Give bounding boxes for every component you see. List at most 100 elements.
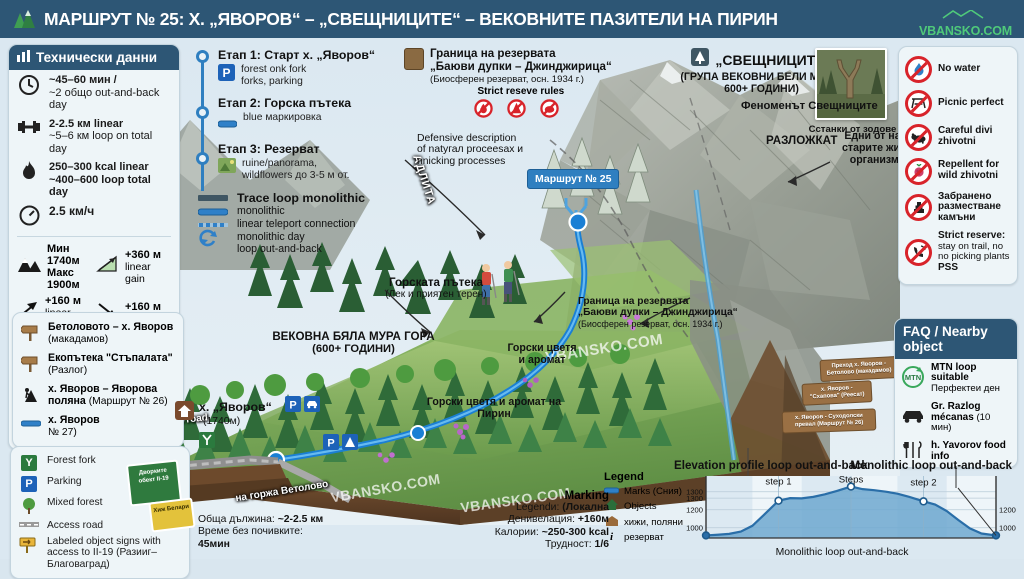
- marking-value-2: ~250-300 kcal: [541, 526, 609, 538]
- faq-1-rest: (10 мин): [931, 411, 991, 434]
- page-header: МАРШРУТ № 25: Х. „ЯВОРОВ“ – „СВЕЩНИЦИТЕ“…: [0, 0, 1024, 38]
- tech-dist-l2: ~5–6 км loop on total day: [49, 130, 153, 155]
- tech-cal-l2: ~400–600 loop total day: [49, 173, 151, 199]
- technical-data-header: Технически данни: [9, 45, 179, 70]
- rule-3-text: Repellent for wild zhivotni: [938, 159, 1000, 181]
- route-3-sub: № 27): [48, 426, 77, 438]
- svg-text:P: P: [222, 66, 230, 80]
- route-3-title: х. Яворов: [48, 414, 100, 426]
- parking-icon[interactable]: P: [323, 434, 339, 455]
- total-time-label: Време без почивките:: [198, 526, 303, 538]
- elevation-annotation: Steps: [839, 475, 864, 486]
- legend-label-4: Labeled object signs with access to II-1…: [47, 535, 161, 570]
- photo-caption: Сстанки от зодове: [808, 124, 897, 135]
- total-length-value: ~2-2.5 км: [277, 513, 324, 525]
- sveshnitsite-title: „СВЕЩНИЦИТЕ“: [715, 51, 832, 68]
- trail-map: VBANSKO.COM VBANSKO.COM VBANSKO.COM АДЛИ…: [130, 40, 900, 525]
- bear-icon: [905, 123, 932, 151]
- svg-text:P: P: [289, 400, 296, 412]
- svg-text:MTN: MTN: [905, 373, 921, 382]
- max-elev: Макс 1900м: [47, 266, 80, 291]
- parking-icon: P: [21, 475, 37, 492]
- route-item-3[interactable]: х. Яворов № 27): [13, 412, 183, 441]
- route-2-title: х. Яворов – Яворова поляна: [48, 383, 158, 407]
- reserve-mid-l2: „Баюви дупки – Джинджирица“: [578, 307, 738, 319]
- route-item-0[interactable]: Бетоловото – х. Яворов (макадамов): [13, 319, 183, 350]
- brand-logo: VBANSKO.COM: [919, 6, 1012, 38]
- lin-gain-l: linear gain: [125, 260, 151, 285]
- camping-icon[interactable]: [342, 434, 358, 455]
- flowers-callout-2: Горски цветя и аромат на Пирин: [426, 396, 562, 420]
- rule-2-text: Careful divi zhivotni: [938, 125, 993, 147]
- tech-cal-l1: 250–300 kcal linear: [49, 161, 149, 173]
- total-length-label: Обща дължина:: [198, 513, 275, 525]
- elevation-profile-chart: Elevation profile loop out-and-back Mono…: [668, 459, 1016, 558]
- bottom-legend-label-3: резерват: [624, 531, 664, 543]
- gain-triangle-icon: [96, 255, 120, 278]
- elevation-ytick: 1200: [686, 506, 703, 515]
- route-item-1[interactable]: Екопътека "Стъпалата" (Разлог): [13, 350, 183, 381]
- hut-icon: [175, 400, 194, 425]
- bottom-legend-label-2: хижи, поляни: [624, 517, 684, 528]
- rule-picnic: Picnic perfect: [899, 86, 1017, 120]
- tech-row-speed: 2.5 км/ч: [9, 201, 179, 232]
- stage-dot-3: [196, 152, 209, 165]
- stages-list: Етап 1: Старт х. „Яворов“ P forest onk f…: [196, 48, 401, 191]
- legend-label-1: Parking: [47, 475, 82, 487]
- poi-chips-top: P: [285, 396, 320, 417]
- trace-label-2: monolithic day: [237, 231, 305, 243]
- route-badge[interactable]: Маршрут № 25: [527, 169, 620, 189]
- stage-1-title: Етап 1: Старт х. „Яворов“: [218, 48, 376, 62]
- faq-header: FAQ / Nearby object: [895, 319, 1017, 359]
- sveshnitsite-sub1: (ГРУПА ВЕКОВНИ БЕЛИ МУРИ,: [680, 71, 843, 83]
- total-time-value: 45мин: [198, 538, 230, 550]
- wooden-sign-2: х. Яворов - Суходолски превал (Маршрут №…: [781, 408, 877, 434]
- route-item-2[interactable]: х. Яворов – Яворова поляна (Маршрут № 26…: [13, 381, 183, 412]
- elevation-ytick: 1300: [686, 494, 703, 503]
- reserve-line-3: (Биосферен резерват, осн. 1934 г.): [430, 73, 584, 85]
- trace-legend: Trace loop monolithic monolithic linear …: [198, 192, 398, 257]
- hut-name: х. „Яворов“: [199, 400, 272, 414]
- stage-3-title: Етап 3: Резерват: [218, 142, 320, 157]
- parking-icon[interactable]: P: [285, 396, 301, 417]
- flowers1-l1: Горски цветя: [507, 342, 577, 354]
- tech-row-distance: 2-2.5 км linear ~5–6 км loop on total da…: [9, 114, 179, 158]
- elevation-ytick: 1300: [686, 488, 703, 497]
- forest-fork-chip[interactable]: [199, 432, 215, 453]
- no-fire-icon: [474, 98, 493, 118]
- rules-panel: No water Picnic perfect Careful divi zhi…: [898, 46, 1018, 285]
- stage-1-sub2: forks, parking: [241, 75, 303, 87]
- marking-label-1: Денивелация:: [507, 514, 576, 526]
- trace-label-0: monolithic: [237, 205, 285, 217]
- marking-label-2: Калории:: [494, 526, 539, 538]
- candelabra-tree-photo: [815, 48, 887, 120]
- stage-2: Етап 2: Горска пътека blue маркировка: [196, 96, 401, 133]
- house-icon: [604, 498, 619, 514]
- marking-value-3: 1/6: [594, 539, 609, 551]
- hut-alt: (1740м): [203, 416, 241, 427]
- minmax-row-1: Мин 1740м Макс 1900м +360 м linear gain: [9, 241, 179, 293]
- dumbbell-icon: [16, 118, 42, 140]
- rule-berry: Repellent for wild zhivotni: [899, 154, 1017, 188]
- legend-label-3: Access road: [47, 519, 104, 531]
- thick-line-icon: [198, 192, 230, 204]
- legend-item-parking: P Parking: [11, 473, 189, 494]
- tech-time-l1: ~45–60 мин /: [49, 74, 117, 86]
- no-camping-icon: [507, 98, 526, 118]
- rule-bear: Careful divi zhivotni: [899, 120, 1017, 154]
- direction-sign-icon: [18, 536, 40, 554]
- svg-text:P: P: [327, 438, 334, 450]
- min-elev: Мин 1740м: [47, 242, 80, 267]
- bottom-legend-item-0: Marks (Сния): [603, 485, 684, 497]
- car-icon[interactable]: [304, 396, 320, 417]
- faq-1-bold: Gr. Razlog mécanas: [931, 400, 981, 423]
- totals-block: Обща дължина: ~2-2.5 км Време без почивк…: [198, 514, 373, 551]
- tree-icon: [18, 497, 40, 515]
- legend-label-0: Forest fork: [47, 454, 96, 466]
- rule-strict-reserve: Strict reserve: stay on trail, no no pic…: [899, 227, 1017, 277]
- bar-chart-icon: [17, 50, 30, 65]
- blue-line-icon: [20, 415, 42, 433]
- reserve-line-2: „Баюви дупки – Джинджирица“: [430, 59, 612, 73]
- bottom-legend-item-2: хижи, поляни: [604, 515, 684, 530]
- stage-1: Етап 1: Старт х. „Яворов“ P forest onk f…: [196, 48, 401, 87]
